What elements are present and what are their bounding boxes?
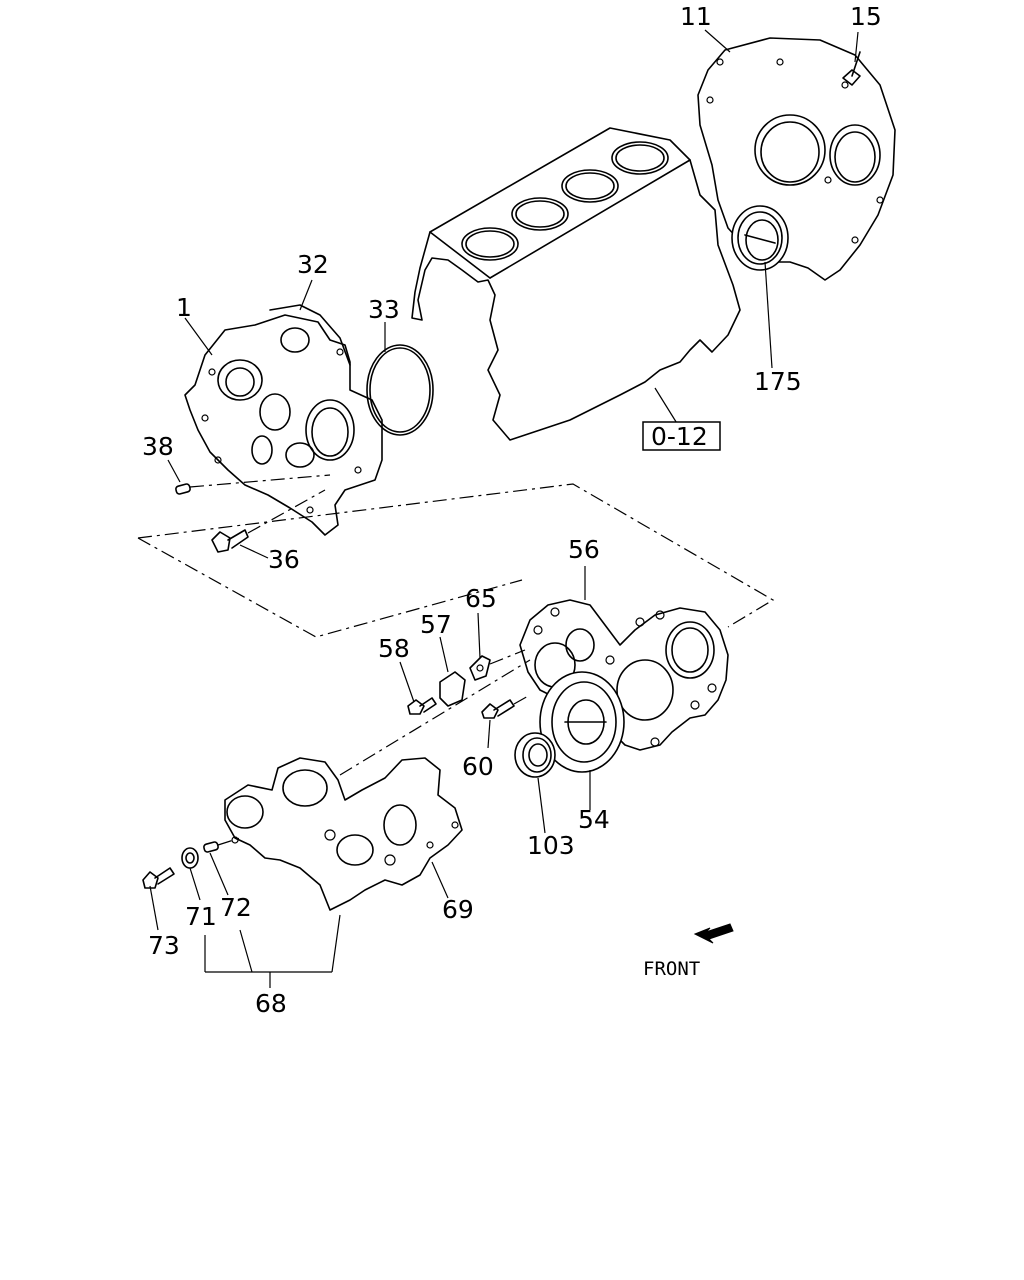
label-175: 175 bbox=[754, 367, 802, 396]
block-57 bbox=[439, 671, 466, 707]
dowel-pin-38 bbox=[175, 483, 191, 495]
assembly-boundary bbox=[137, 483, 775, 628]
label-65: 65 bbox=[465, 584, 497, 613]
label-36: 36 bbox=[268, 545, 300, 574]
assembly-boundary-lower bbox=[137, 537, 523, 638]
label-68: 68 bbox=[255, 989, 287, 1018]
label-1: 1 bbox=[176, 293, 192, 322]
assembly-line-38 bbox=[189, 474, 331, 488]
oil-seal-103 bbox=[514, 732, 556, 778]
assembly-line-lower bbox=[339, 659, 531, 776]
label-71: 71 bbox=[185, 902, 217, 931]
label-54: 54 bbox=[578, 805, 610, 834]
label-15: 15 bbox=[850, 2, 882, 31]
assembly-line-36 bbox=[247, 489, 326, 534]
label-32: 32 bbox=[297, 250, 329, 279]
label-56: 56 bbox=[568, 535, 600, 564]
o-ring-33 bbox=[366, 344, 434, 436]
label-58: 58 bbox=[378, 634, 410, 663]
timing-cover-69 bbox=[224, 757, 463, 911]
gasket-65 bbox=[469, 655, 491, 681]
front-plate bbox=[184, 314, 383, 536]
leader-lines bbox=[149, 29, 859, 988]
bolt-58 bbox=[407, 697, 437, 715]
label-38: 38 bbox=[142, 432, 174, 461]
label-60: 60 bbox=[462, 752, 494, 781]
label-69: 69 bbox=[442, 895, 474, 924]
seal-plate-54 bbox=[539, 671, 625, 773]
oil-seal-175 bbox=[731, 205, 789, 271]
bolt-15 bbox=[842, 51, 861, 86]
cylinder-block bbox=[411, 127, 741, 441]
front-arrow-icon bbox=[693, 923, 734, 944]
label-72: 72 bbox=[220, 893, 252, 922]
label-103: 103 bbox=[527, 831, 575, 860]
front-indicator: FRONT bbox=[643, 923, 734, 980]
assembly-line-bolt60 bbox=[513, 694, 531, 705]
part-labels: 11 15 32 33 1 175 38 36 56 65 57 58 60 5… bbox=[142, 2, 882, 1018]
bolt-60 bbox=[481, 699, 515, 719]
bolt-36 bbox=[211, 529, 249, 553]
label-73: 73 bbox=[148, 931, 180, 960]
bolt-73 bbox=[142, 867, 175, 889]
assembly-line-gasket bbox=[489, 649, 526, 665]
label-33: 33 bbox=[368, 295, 400, 324]
gasket-32 bbox=[269, 304, 351, 366]
assembly-line-washer bbox=[217, 837, 241, 846]
washer-71 bbox=[181, 847, 199, 869]
reference-label: 0-12 bbox=[651, 422, 708, 451]
label-11: 11 bbox=[680, 2, 712, 31]
reference-box: 0-12 bbox=[642, 421, 721, 451]
pin-72 bbox=[203, 841, 219, 853]
rear-plate bbox=[697, 37, 896, 281]
label-57: 57 bbox=[420, 610, 452, 639]
front-label: FRONT bbox=[643, 958, 700, 980]
